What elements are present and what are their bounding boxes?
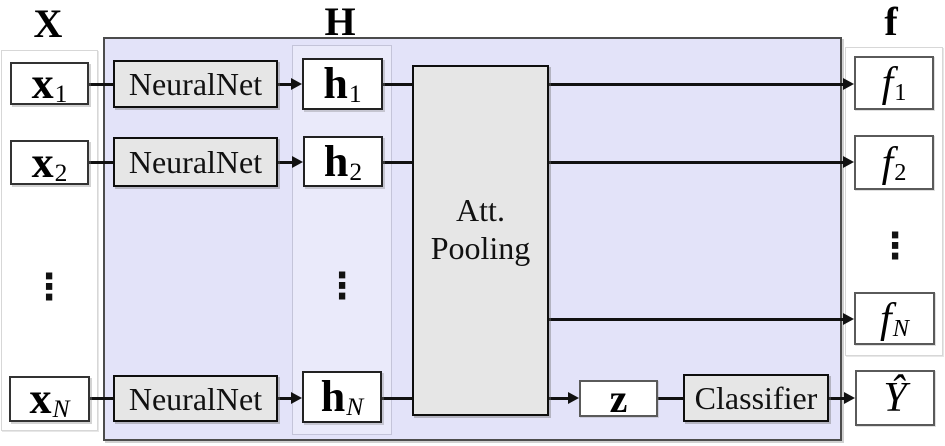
wire-pooling-f1 — [549, 83, 843, 86]
neuralnet-block-n: NeuralNet — [113, 375, 278, 422]
wire-classifier-yhat — [829, 397, 844, 400]
classifier-block: Classifier — [683, 374, 829, 422]
h-column-label: H — [324, 0, 356, 44]
arrowhead-neuralnet1-h1 — [291, 78, 302, 90]
h1-box: h1 — [302, 58, 383, 110]
hn-label: hN — [320, 372, 364, 422]
wire-neuralnet2-h2 — [278, 161, 292, 164]
f1-label: f1 — [881, 60, 907, 107]
neuralnet-block-2: NeuralNet — [113, 137, 278, 187]
arrowhead-pooling-f2 — [843, 156, 854, 168]
neuralnet-label-2: NeuralNet — [128, 144, 263, 180]
x-column-panel — [1, 50, 98, 431]
z-box: z — [579, 375, 658, 421]
x1-box: x1 — [10, 58, 89, 108]
wire-x2-neuralnet2 — [88, 161, 113, 164]
att-pooling-label-line1: Att. — [456, 191, 505, 228]
arrowhead-pooling-f1 — [843, 78, 854, 90]
att-pooling-block: Att. Pooling — [412, 65, 549, 416]
vertical-dots-f: ⋮ — [877, 226, 913, 267]
wire-h1-pooling — [383, 83, 413, 86]
x2-box: x2 — [10, 140, 89, 185]
x-column-label: X — [33, 1, 63, 46]
xn-label: xN — [29, 374, 70, 424]
x2-label: x2 — [31, 137, 68, 187]
vertical-dots-h: ⋮ — [324, 266, 360, 307]
wire-pooling-z — [549, 397, 568, 400]
arrowhead-neuralnetn-hn — [291, 392, 302, 404]
neuralnet-block-1: NeuralNet — [113, 60, 278, 108]
att-pooling-label: Att. Pooling — [431, 194, 531, 264]
f2-box: f2 — [854, 135, 934, 190]
wire-pooling-fn — [549, 318, 843, 321]
y-hat-label: Ŷ — [883, 375, 907, 421]
classifier-label: Classifier — [694, 380, 818, 416]
h2-box: h2 — [303, 136, 383, 187]
wire-z-classifier — [658, 397, 683, 400]
hn-box: hN — [302, 371, 382, 423]
arrowhead-pooling-z — [568, 392, 579, 404]
wire-neuralnet1-h1 — [278, 83, 292, 86]
y-hat-box: Ŷ — [855, 370, 935, 426]
vertical-dots-x: ⋮ — [31, 267, 67, 308]
x1-label: x1 — [31, 58, 68, 108]
wire-xn-neuralnetn — [89, 397, 113, 400]
h2-label: h2 — [323, 136, 363, 186]
wire-hn-pooling — [382, 397, 413, 400]
neuralnet-label-n: NeuralNet — [128, 380, 263, 417]
f1-box: f1 — [854, 56, 934, 110]
arrowhead-pooling-fn — [843, 313, 854, 325]
wire-pooling-f2 — [549, 161, 843, 164]
wire-neuralnetn-hn — [278, 397, 291, 400]
fn-box: fN — [854, 292, 935, 345]
wire-x1-neuralnet1 — [88, 83, 113, 86]
xn-box: xN — [9, 376, 90, 422]
h-inner-panel — [292, 45, 392, 435]
h1-label: h1 — [323, 59, 362, 109]
f2-label: f2 — [881, 139, 907, 186]
wire-h2-pooling — [383, 161, 413, 164]
arrowhead-classifier-yhat — [844, 392, 855, 404]
fn-label: fN — [880, 295, 909, 342]
neuralnet-label-1: NeuralNet — [128, 66, 263, 102]
arrowhead-neuralnet2-h2 — [292, 156, 303, 168]
f-column-label: f — [884, 0, 898, 44]
att-pooling-label-line2: Pooling — [430, 229, 531, 266]
z-label: z — [609, 375, 628, 421]
